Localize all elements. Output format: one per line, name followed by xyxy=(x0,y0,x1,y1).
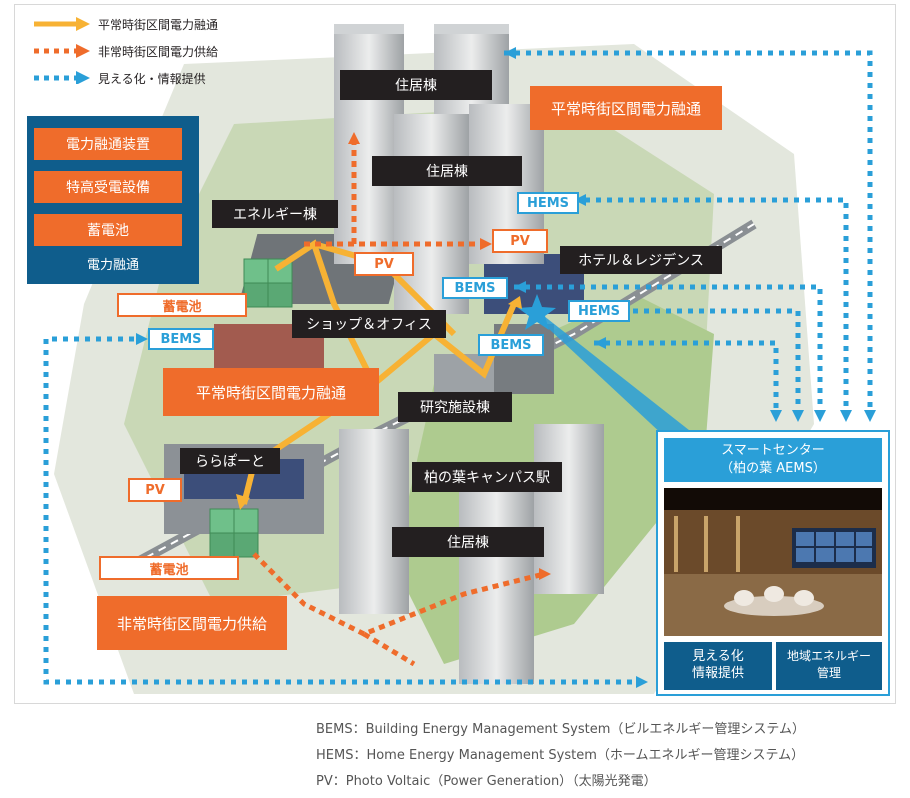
callout-normal-top: 平常時街区間電力融通 xyxy=(530,86,722,130)
smart-center-visualization: 見える化 情報提供 xyxy=(664,642,772,690)
pv-tag-shop: PV xyxy=(354,252,414,276)
footnote-bems: BEMS：Building Energy Management System（ビ… xyxy=(316,722,805,737)
footnote-hems: HEMS：Home Energy Management System（ホームエネ… xyxy=(316,748,805,763)
callout-normal-left: 平常時街区間電力融通 xyxy=(163,368,379,416)
label-residential-bottom: 住居棟 xyxy=(392,527,544,557)
legend-normal-power: 平常時街区間電力融通 xyxy=(98,18,219,32)
city-illustration xyxy=(43,24,876,694)
hems-tag-hotel: HEMS xyxy=(568,300,630,322)
power-interchange-panel: 電力融通装置 特高受電設備 蓄電池 電力融通 xyxy=(27,116,199,284)
tower-bottom-left xyxy=(339,429,409,614)
panel-item-power-device: 電力融通装置 xyxy=(34,128,182,160)
legend-emergency-power: 非常時街区間電力供給 xyxy=(98,45,219,59)
hems-tag-residential: HEMS xyxy=(517,192,579,214)
legend-symbols xyxy=(34,17,90,84)
panel-caption: 電力融通 xyxy=(86,258,139,273)
smart-center-panel: スマートセンター （柏の葉 AEMS） 見える化 情報提供 地域エネルギー 管理 xyxy=(656,430,890,696)
label-hotel: ホテル＆レジデンス xyxy=(560,246,722,274)
pv-tag-residential: PV xyxy=(492,229,548,253)
panel-item-battery: 蓄電池 xyxy=(34,214,182,246)
callout-battery-bottom: 蓄電池 xyxy=(99,556,239,580)
legend-visualization: 見える化・情報提供 xyxy=(98,72,206,86)
bems-tag-left: BEMS xyxy=(148,328,214,350)
beam xyxy=(535,316,694,436)
battery-cubes-bottom xyxy=(209,508,259,558)
label-residential-top: 住居棟 xyxy=(340,70,492,100)
control-room-photo xyxy=(664,488,882,636)
bems-tag-shop: BEMS xyxy=(442,277,508,299)
label-shop-office: ショップ＆オフィス xyxy=(292,310,446,338)
label-station: 柏の葉キャンパス駅 xyxy=(412,462,562,492)
star-icon xyxy=(518,294,556,330)
tower-bottom-right xyxy=(534,424,604,594)
pv-tag-lalaport: PV xyxy=(128,478,182,502)
smart-center-regional-energy: 地域エネルギー 管理 xyxy=(776,642,882,690)
callout-battery-top: 蓄電池 xyxy=(117,293,247,317)
emergency-power-lines xyxy=(252,139,545,667)
tower-top-left xyxy=(334,24,404,264)
footnote-pv: PV：Photo Voltaic（Power Generation）（太陽光発電… xyxy=(316,774,657,789)
label-lalaport: ららぽーと xyxy=(180,448,280,474)
callout-emergency: 非常時街区間電力供給 xyxy=(97,596,287,650)
label-energy-building: エネルギー棟 xyxy=(212,200,338,228)
smart-center-title: スマートセンター （柏の葉 AEMS） xyxy=(664,438,882,482)
information-lines xyxy=(43,50,873,685)
label-residential-mid: 住居棟 xyxy=(372,156,522,186)
panel-item-receiving-equipment: 特高受電設備 xyxy=(34,171,182,203)
label-research: 研究施設棟 xyxy=(398,392,512,422)
bems-tag-research: BEMS xyxy=(478,334,544,356)
